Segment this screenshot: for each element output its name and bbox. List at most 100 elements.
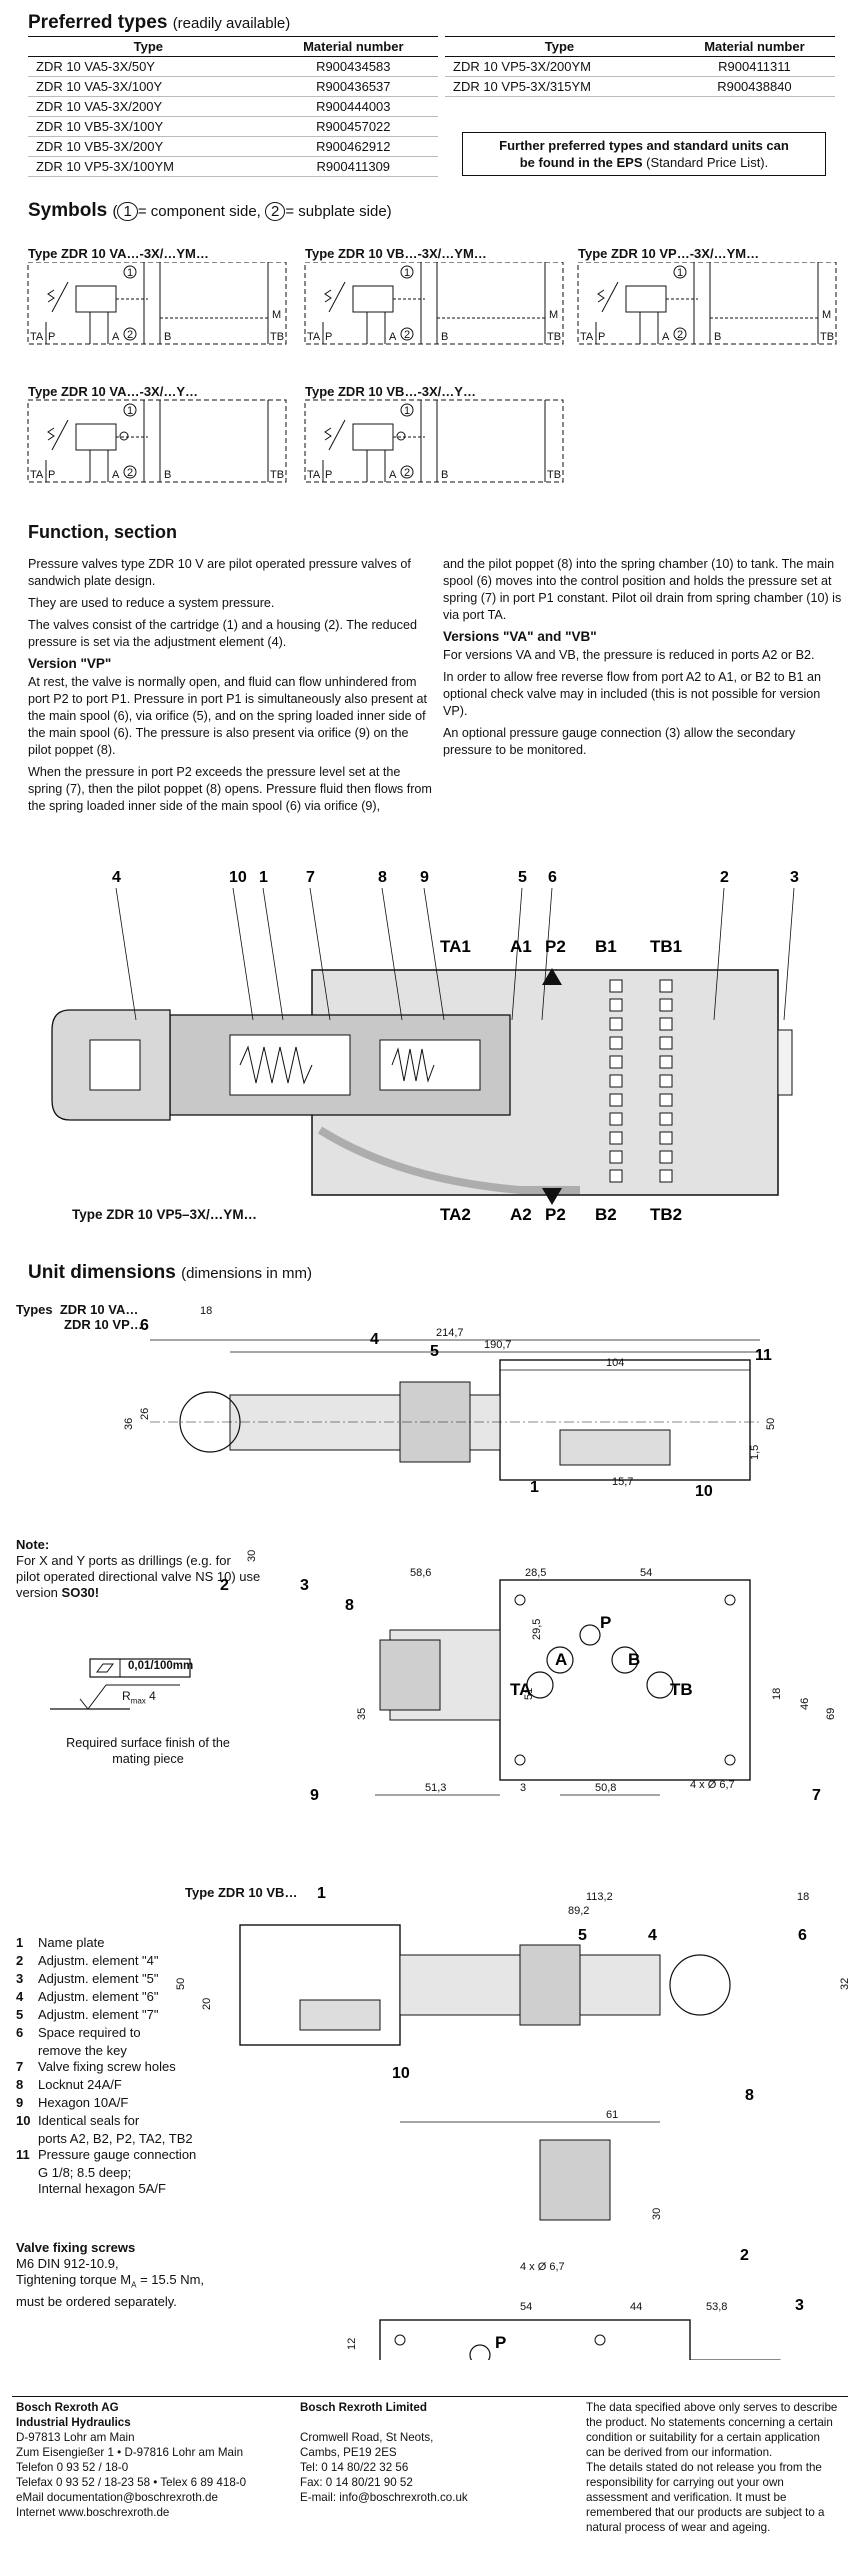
callout-number: 9 (420, 869, 429, 886)
port-top-label: B1 (595, 937, 617, 956)
note-text3a: version (16, 1585, 58, 1600)
legend-text: Pressure gauge connection (38, 2147, 197, 2162)
dim-89-2: 89,2 (568, 1905, 589, 1917)
circle-1-num: 1 (677, 267, 683, 279)
legend-number: 8 (16, 2077, 24, 2092)
callout-5: 5 (578, 1927, 587, 1944)
footer-col-2: Bosch Rexroth Limited Cromwell Road, St … (300, 2400, 560, 2505)
valve-box (75, 285, 117, 313)
type-va: ZDR 10 VA… (59, 1302, 139, 1317)
callout-number: 8 (378, 869, 387, 886)
symbol-title-vb-ym: Type ZDR 10 VB…-3X/…YM… (305, 246, 487, 261)
eps-note: Further preferred types and standard uni… (462, 132, 826, 176)
paragraph: and the pilot poppet (8) into the spring… (443, 557, 842, 622)
dim-58-6: 58,6 (410, 1567, 431, 1579)
circle-2-marker (673, 327, 687, 341)
material-cell: R900434583 (268, 56, 438, 77)
port-channel-square (659, 1074, 673, 1088)
plan-view-vb: 4 x Ø 6,7544453,83124661,57035PABTATB0,5… (346, 2261, 804, 2360)
col-type: Type (28, 36, 269, 57)
paragraph: Pressure valves type ZDR 10 V are pilot … (28, 557, 411, 588)
callout-number: 3 (790, 869, 799, 886)
paragraph: They are used to reduce a system pressur… (28, 596, 275, 610)
dim-69: 69 (825, 1708, 837, 1720)
callout-number: 6 (548, 869, 557, 886)
callout-leader (783, 887, 795, 1021)
vb-plan-housing (379, 2319, 691, 2360)
dim-113-2: 113,2 (586, 1891, 613, 1903)
footer-line: Cambs, PE19 2ES (300, 2446, 397, 2459)
port-tb: TB (670, 1680, 693, 1699)
circle-2-marker (400, 327, 414, 341)
paragraph: For versions VA and VB, the pressure is … (443, 648, 815, 662)
type-vp: ZDR 10 VP… (64, 1317, 143, 1332)
footer-line: Telefon 0 93 52 / 18-0 (16, 2461, 129, 2474)
footer-line: responsibility for carrying out your own (586, 2476, 784, 2489)
callout-leader (381, 887, 403, 1021)
callout-8: 8 (745, 2087, 754, 2104)
legend-text: Valve fixing screw holes (38, 2059, 176, 2074)
circle-1-num: 1 (404, 267, 410, 279)
valve-box (625, 285, 667, 313)
spring-zigzag (47, 289, 55, 303)
valve-box (352, 285, 394, 313)
port-a: A (389, 469, 397, 481)
port-tb: TB (270, 469, 284, 481)
dim-26: 26 (139, 1408, 151, 1420)
port-tb: TB (820, 331, 834, 343)
types-label-block: Types ZDR 10 VA… ZDR 10 VP… (16, 1302, 143, 1332)
eps-note-line2: be found in the EPS (Standard Price List… (469, 154, 819, 171)
port-b: B (441, 469, 448, 481)
circle-1-num: 1 (127, 267, 133, 279)
callout-8: 8 (345, 1597, 354, 1614)
subheading: Version "VP" (28, 656, 112, 671)
footer-line: remembered that our products are subject… (586, 2506, 825, 2519)
callout-leader (262, 887, 284, 1021)
footer-col-3: The data specified above only serves to … (586, 2400, 856, 2535)
dim-214-7: 214,7 (436, 1327, 464, 1339)
port-hole (611, 1646, 639, 1674)
dim-20: 20 (201, 1998, 213, 2010)
port-channel-square (659, 1131, 673, 1145)
port-tb: TB (547, 469, 561, 481)
circle-2-num: 2 (127, 467, 133, 479)
port-bottom-label: B2 (595, 1205, 617, 1224)
footer-line: Cromwell Road, St Neots, (300, 2431, 434, 2444)
callout-2: 2 (220, 1577, 229, 1594)
footer-line: D-97813 Lohr am Main (16, 2431, 135, 2444)
port-channel-square (659, 998, 673, 1012)
material-cell: R900411309 (268, 156, 438, 177)
legend-text: Hexagon 10A/F (38, 2095, 129, 2110)
type-cell: ZDR 10 VA5-3X/50Y (28, 56, 269, 77)
material-cell: R900462912 (268, 136, 438, 157)
eps-note-line2b: (Standard Price List). (646, 155, 769, 170)
screws-l2: Tightening torque M (16, 2272, 132, 2287)
vb-knob (669, 1954, 731, 2016)
screw-hole (514, 1754, 526, 1766)
unit-dims-title: Unit dimensions (dimensions in mm) (28, 1262, 312, 1284)
symbol-outline (304, 399, 564, 483)
port-channel-square (659, 1150, 673, 1164)
port-a: A (662, 331, 670, 343)
port-hole (579, 1624, 601, 1646)
paragraph: The valves consist of the cartridge (1) … (28, 618, 417, 649)
main-spring (391, 1047, 435, 1083)
port-tb: TB (270, 331, 284, 343)
col-type: Type (445, 36, 674, 57)
legend-text: G 1/8; 8.5 deep; (38, 2165, 132, 2180)
type-cell: ZDR 10 VA5-3X/100Y (28, 76, 269, 97)
callout-number: 1 (259, 869, 268, 886)
footer-line: The details stated do not release you fr… (586, 2461, 822, 2474)
seal-area (559, 1429, 671, 1466)
symbol-circle-2: 2 (265, 202, 286, 221)
screw-hole (724, 1754, 736, 1766)
rmax-label: Rmax 4 (122, 1689, 156, 1705)
port-channel-square (609, 1074, 623, 1088)
